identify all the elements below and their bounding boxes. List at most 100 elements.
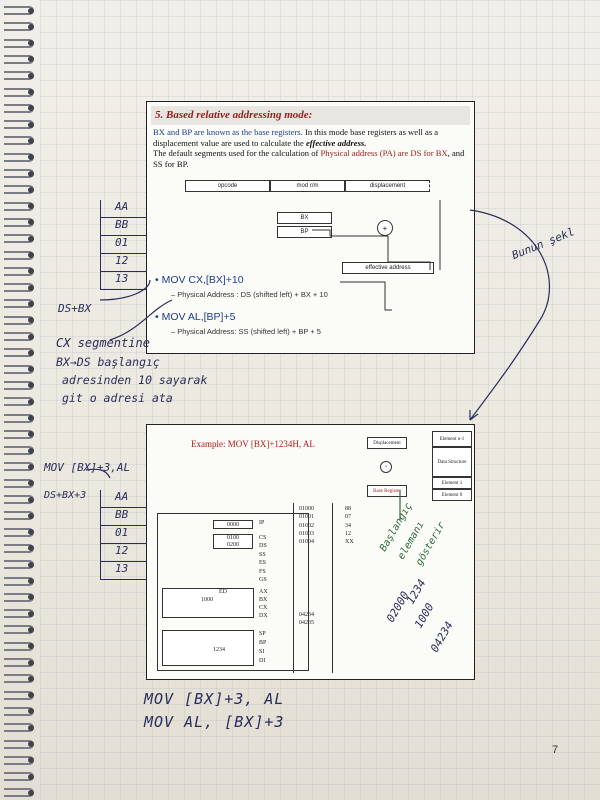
ip-box: 0000 [213,520,253,529]
example-title-prefix: Example: MOV [191,439,251,449]
bx-label: BX [259,597,268,603]
binding-hole [28,235,34,242]
binding-hole [28,7,34,14]
binding-hole [28,72,34,79]
binding-hole [28,170,34,177]
binding-hole [28,382,34,389]
binding-hole [28,480,34,487]
binding-hole [28,512,34,519]
hw-note-line1: BX→DS başlangıç [56,355,160,369]
binding-hole [28,137,34,144]
stack-cell: AA [101,490,147,508]
data-structure: Data Structure [432,447,472,477]
hw-mov-left: MOV [BX]+3,AL [44,461,131,474]
stack-cell: 01 [101,526,147,544]
hw-ds-bx-3: DS+BX+3 [44,490,87,501]
binding-hole [28,708,34,715]
binding-hole [28,415,34,421]
segment-values: 0100 0200 [213,534,253,549]
binding-hole [28,105,34,112]
stack-cell: BB [101,508,147,526]
bullet-mov-al: • MOV AL,[BP]+5 [155,311,236,323]
binding-hole [28,154,34,161]
description-text: In this mode base registers as well as a… [153,127,439,148]
stack-cell: 12 [101,254,147,272]
element-1: Element 1 [432,477,472,489]
element-n-1: Element n-1 [432,431,472,447]
binding-hole [28,643,34,650]
binding-hole [28,578,34,584]
stack-cell: 01 [101,236,147,254]
binding-hole [28,496,34,503]
address-cell: 01003 [299,530,314,537]
ss-label: SS [259,551,266,558]
stack-cell: 12 [101,544,147,562]
pointer-register-box: 1234 [162,630,254,666]
bullet-mov-cx-text: MOV CX,[BX]+10 [161,274,244,286]
address-cell: 01004 [299,539,314,546]
element-0: Element 0 [432,489,472,501]
binding-hole [28,186,34,193]
bp-box: BP [277,226,332,238]
binding-hole [28,447,34,454]
address-cell: 01002 [299,522,314,529]
binding-hole [28,594,34,601]
binding-hole [28,431,34,438]
sp-label: SP [259,631,266,637]
ds-label: DS [259,543,267,550]
spiral-binding [0,0,40,800]
handwritten-memory-stack-1: AA BB 01 12 13 [100,200,147,290]
ax-label: AX [259,589,268,595]
handwritten-memory-stack-2: AA BB 01 12 13 [100,490,147,580]
slide-description: BX and BP are known as the base register… [153,127,470,169]
page-number: 7 [552,744,559,756]
segments-end-text: , and SS for BP. [153,148,465,169]
binding-hole [28,463,34,470]
es-label: ES [259,560,267,567]
stack-cell: 13 [101,272,147,290]
binding-hole [28,23,34,30]
memory-column-frame [293,503,333,673]
value-cell: 34 [345,522,351,529]
slide-based-relative-addressing: 5. Based relative addressing mode: BX an… [146,101,475,354]
si-label: SI [259,649,265,655]
bullet-mov-al-sub: – Physical Address: SS (shifted left) + … [171,327,321,336]
example-title: Example: MOV [BX]+1234H, AL [191,439,315,449]
base-register-box: Base Register [367,485,407,497]
binding-hole [28,366,34,373]
binding-hole [28,773,34,780]
default-segments-text: The default segments used for the calcul… [153,148,321,158]
binding-hole [28,692,34,699]
address-column-low: 04234 04235 [299,611,314,628]
bp-label: BP [259,640,267,646]
binding-hole [28,626,34,633]
general-register-box: ED 1000 [162,588,254,618]
value-cell: 88 [345,506,351,512]
adder-mini: + [380,461,392,473]
slide-title: 5. Based relative addressing mode: [151,106,470,125]
binding-hole [28,741,34,747]
hw-note-line3: git o adresi ata [62,391,173,405]
binding-hole [28,219,34,226]
value-cell: 12 [345,530,351,537]
displacement-mini-box: Displacement [367,437,407,449]
opcode-box: opcode [185,180,270,192]
fs-label: FS [259,568,266,575]
bullet-mov-cx: • MOV CX,[BX]+10 [155,274,244,286]
address-cell: 01001 [299,514,314,521]
cx-label: CX [259,605,268,611]
gs-label: GS [259,577,267,584]
displacement-box: displacement [345,180,430,192]
binding-hole [28,724,34,731]
hw-bottom-line1: MOV [BX]+3, AL [144,690,285,708]
binding-hole [28,56,34,63]
cs-label: CS [259,535,267,541]
binding-hole [28,561,34,568]
binding-hole [28,89,34,95]
pointer-register-labels: SP BP SI DI [259,630,266,666]
address-column: 01000 01001 01002 01003 01004 [299,505,314,546]
binding-hole [28,121,34,128]
stack-cell: BB [101,218,147,236]
binding-hole [28,675,34,682]
